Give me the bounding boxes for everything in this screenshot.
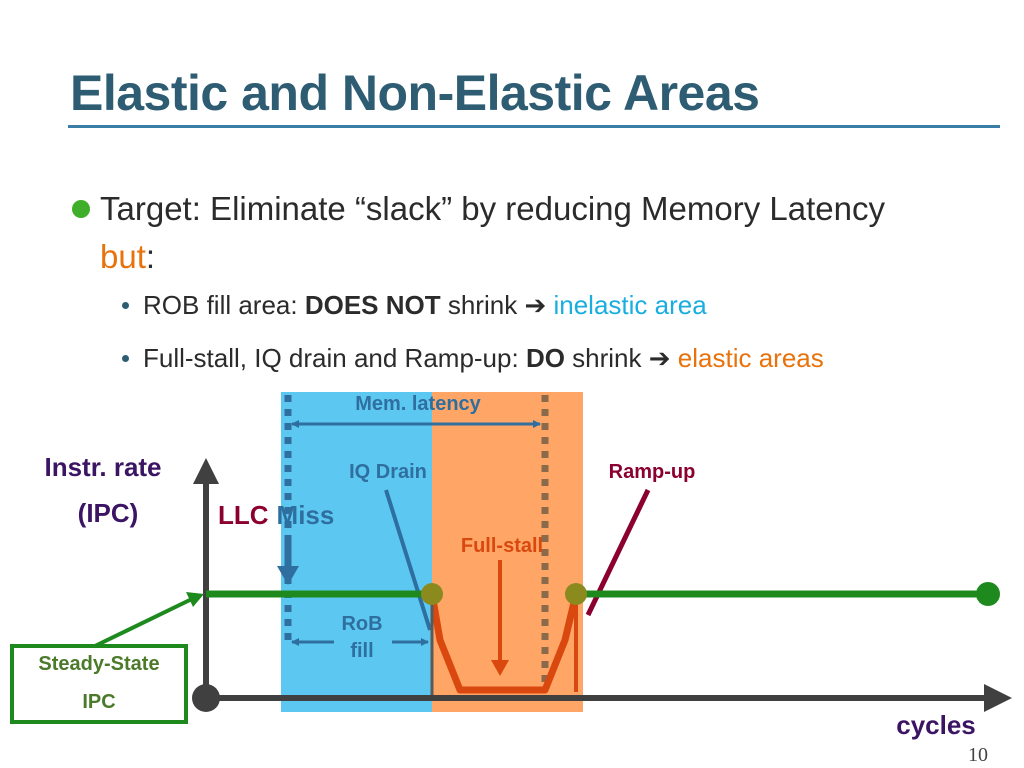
x-axis-arrowhead — [984, 684, 1012, 712]
full-stall-label: Full-stall — [461, 535, 543, 557]
mem-latency-label: Mem. latency — [355, 393, 481, 415]
rob-fill-label-line2: fill — [350, 640, 373, 662]
inelastic-region — [281, 392, 432, 712]
ipc-end-dot — [976, 582, 1000, 606]
x-axis-label: cycles — [896, 710, 976, 740]
origin-dot — [192, 684, 220, 712]
inelastic-area-text: inelastic area — [553, 290, 707, 320]
steady-state-pointer — [94, 595, 197, 648]
sub-bullet-rob-middle: shrink — [440, 290, 525, 320]
steady-state-box — [10, 644, 188, 724]
sub-bullet-dot-icon — [122, 302, 129, 309]
miss-label: Miss — [277, 500, 335, 530]
sub-bullet-stall: Full-stall, IQ drain and Ramp-up: DO shr… — [122, 343, 824, 374]
page-number: 10 — [968, 744, 988, 766]
right-arrow-icon: ➔ — [524, 290, 547, 320]
steady-state-line2: IPC — [82, 691, 115, 713]
llc-label: LLC — [218, 500, 269, 530]
bullet-dot-icon — [72, 200, 90, 218]
ramp-up-label: Ramp-up — [609, 461, 696, 483]
rob-fill-label-bg — [334, 610, 392, 662]
sub-bullet-rob: ROB fill area: DOES NOT shrink ➔ inelast… — [122, 290, 707, 321]
ramp-end-dot — [565, 583, 587, 605]
llc-miss-label: LLC Miss — [218, 500, 334, 530]
main-bullet-text: Target: Eliminate “slack” by reducing Me… — [100, 190, 885, 227]
main-bullet-highlight: but — [100, 238, 146, 275]
ipc-stall-curve — [428, 593, 580, 694]
main-bullet-suffix: : — [145, 238, 156, 275]
slide-title: Elastic and Non-Elastic Areas — [70, 65, 760, 121]
sub-bullet-rob-prefix: ROB fill area: — [143, 290, 305, 320]
iq-drain-label: IQ Drain — [349, 461, 427, 483]
iq-drain-pointer — [384, 489, 432, 631]
right-arrow-icon: ➔ — [648, 343, 671, 373]
y-axis-arrowhead — [193, 458, 219, 484]
elastic-areas-text: elastic areas — [677, 343, 824, 373]
drain-start-dot — [421, 583, 443, 605]
sub-bullet-rob-bold: DOES NOT — [304, 290, 441, 320]
title-underline — [68, 125, 1000, 128]
rob-fill-label-line1: RoB — [341, 613, 382, 635]
steady-state-arrowhead — [186, 592, 204, 607]
main-bullet: Target: Eliminate “slack” by reducing Me… — [70, 185, 990, 281]
full-stall-arrowhead — [491, 660, 509, 676]
sub-bullet-dot-icon — [122, 355, 129, 362]
y-axis-label-line2: (IPC) — [78, 498, 139, 528]
y-axis-label-line1: Instr. rate — [44, 452, 161, 482]
llc-miss-arrowhead — [277, 566, 299, 585]
sub-bullet-stall-bold: DO — [525, 343, 565, 373]
sub-bullet-stall-middle: shrink — [564, 343, 649, 373]
sub-bullet-stall-prefix: Full-stall, IQ drain and Ramp-up: — [143, 343, 526, 373]
steady-state-line1: Steady-State — [38, 653, 159, 675]
